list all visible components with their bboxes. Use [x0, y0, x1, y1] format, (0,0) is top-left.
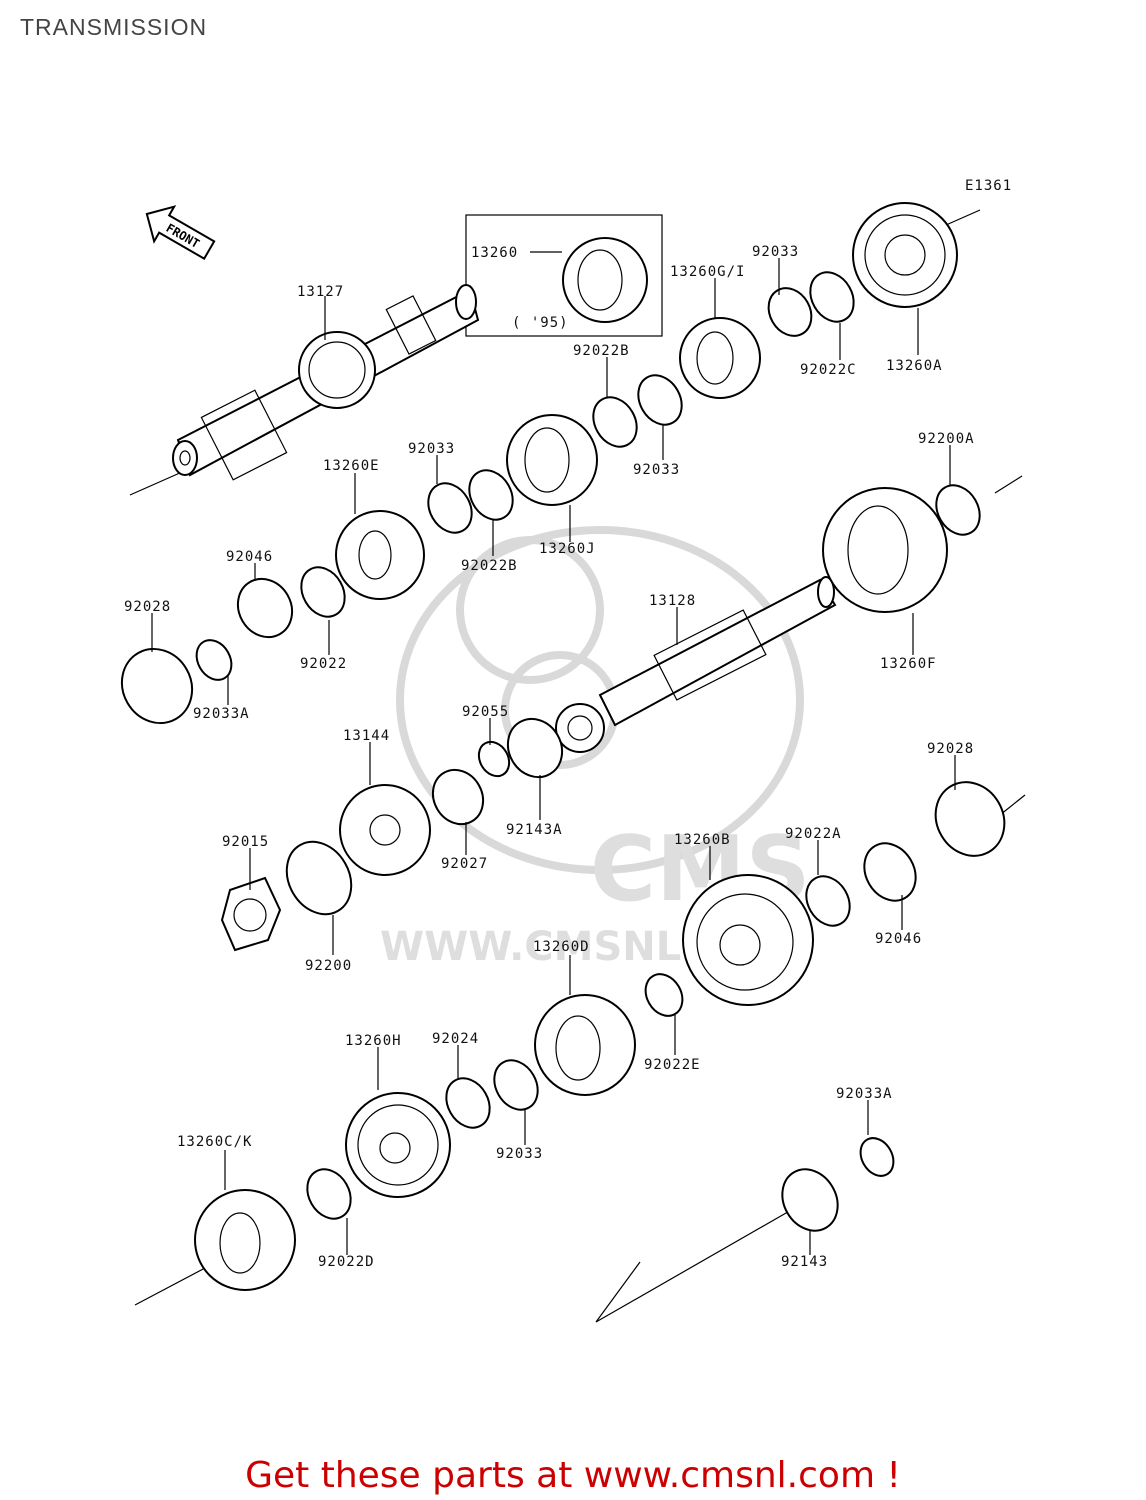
label-92143a: 92143A — [506, 822, 563, 838]
label-13260b: 13260B — [674, 832, 731, 848]
label-92055: 92055 — [462, 704, 509, 720]
label-92022c: 92022C — [800, 362, 857, 378]
washers — [195, 271, 981, 1220]
gear-13260h — [345, 1092, 451, 1198]
label-92200: 92200 — [305, 958, 352, 974]
gear-13260gi — [679, 317, 761, 399]
label-13128: 13128 — [649, 593, 696, 609]
inset-note: ( '95) — [512, 315, 569, 331]
gear-13260b — [682, 874, 814, 1006]
label-92027: 92027 — [441, 856, 488, 872]
gear-13144 — [339, 784, 431, 876]
label-13260a: 13260A — [886, 358, 943, 374]
counter-shaft-13128 — [555, 576, 837, 753]
label-92022b: 92022B — [461, 558, 518, 574]
label-13260j: 13260J — [539, 541, 596, 557]
diagram-code: E1361 — [965, 178, 1012, 194]
label-13260f: 13260F — [880, 656, 937, 672]
label-92033: 92033 — [633, 462, 680, 478]
label-13260: 13260 — [471, 245, 518, 261]
label-92033: 92033 — [408, 441, 455, 457]
axis-lines — [129, 209, 1026, 1323]
label-92022e: 92022E — [644, 1057, 701, 1073]
gear-13260j — [506, 414, 598, 506]
label-92046: 92046 — [226, 549, 273, 565]
label-92022a: 92022A — [785, 826, 842, 842]
gear-13260ck — [194, 1189, 296, 1291]
bearings — [120, 577, 1006, 1232]
label-92022: 92022 — [300, 656, 347, 672]
label-92022d: 92022D — [318, 1254, 375, 1270]
label-13127: 13127 — [297, 284, 344, 300]
part-labels: 13127 13260 13260G/I 92033 92022C 13260A… — [124, 244, 975, 1270]
label-92143: 92143 — [781, 1254, 828, 1270]
gear-13260e — [335, 510, 425, 600]
gear-on-main-shaft — [298, 331, 376, 409]
label-13260d: 13260D — [533, 939, 590, 955]
label-92033: 92033 — [752, 244, 799, 260]
label-13260ck: 13260C/K — [177, 1134, 252, 1150]
gear-13260d — [534, 994, 636, 1096]
label-13260h: 13260H — [345, 1033, 402, 1049]
page-title: TRANSMISSION — [20, 14, 208, 40]
label-92200a: 92200A — [918, 431, 975, 447]
label-92022b: 92022B — [573, 343, 630, 359]
footer-promo-link[interactable]: Get these parts at www.cmsnl.com ! — [245, 1455, 901, 1496]
gear-13260f — [822, 487, 948, 613]
label-92024: 92024 — [432, 1031, 479, 1047]
label-92015: 92015 — [222, 834, 269, 850]
front-arrow-icon: FRONT — [145, 205, 216, 261]
inset-box — [465, 214, 663, 337]
label-92033a: 92033A — [193, 706, 250, 722]
leader-lines — [151, 251, 956, 1255]
gear-13260a — [852, 202, 958, 308]
label-92028: 92028 — [124, 599, 171, 615]
label-13260e: 13260E — [323, 458, 380, 474]
label-92028: 92028 — [927, 741, 974, 757]
label-13144: 13144 — [343, 728, 390, 744]
label-92046: 92046 — [875, 931, 922, 947]
label-92033a: 92033A — [836, 1086, 893, 1102]
label-92033: 92033 — [496, 1146, 543, 1162]
label-13260gi: 13260G/I — [670, 264, 745, 280]
gear-13260 — [562, 237, 648, 323]
